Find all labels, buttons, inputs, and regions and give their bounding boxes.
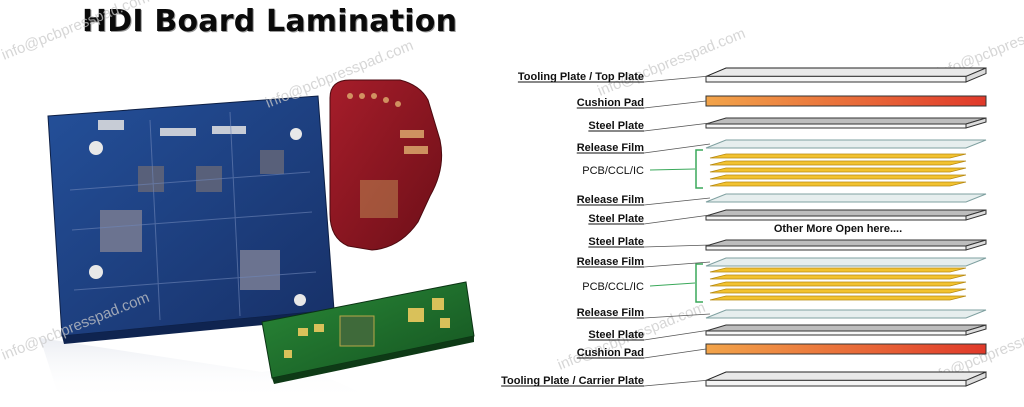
layer-release-film-leader xyxy=(644,198,710,205)
layer-steel-plate xyxy=(706,118,986,124)
layer-release-film-label: Release Film xyxy=(577,307,644,319)
layer-tooling-plate-carrier-plate xyxy=(706,372,986,380)
layer-steel-plate xyxy=(706,240,986,246)
layer-pcb-ccl-ic-sheet xyxy=(710,175,966,179)
layer-tooling-plate-top-plate-edge xyxy=(706,76,966,82)
layer-pcb-ccl-ic-sheet xyxy=(710,289,966,293)
layer-release-film-label: Release Film xyxy=(577,142,644,154)
layer-pcb-ccl-ic-sheet xyxy=(710,182,966,186)
layer-pcb-ccl-ic-sheet xyxy=(710,268,966,272)
layer-tooling-plate-carrier-plate-leader xyxy=(644,380,710,386)
layer-release-film-label: Release Film xyxy=(577,256,644,268)
layer-pcb-ccl-ic-leader xyxy=(650,283,695,286)
layer-pcb-ccl-ic-sheet xyxy=(710,282,966,286)
layer-tooling-plate-carrier-plate-label: Tooling Plate / Carrier Plate xyxy=(501,375,644,387)
layer-pcb-ccl-ic-sheet xyxy=(710,154,966,158)
layer-pcb-ccl-ic-sheet xyxy=(710,168,966,172)
layer-steel-plate-leader xyxy=(644,245,710,247)
layer-tooling-plate-top-plate-label: Tooling Plate / Top Plate xyxy=(518,71,644,83)
layer-pcb-ccl-ic-sheet xyxy=(710,161,966,165)
bracket-icon xyxy=(696,264,703,302)
watermark-text: info@pcbpresspad.com xyxy=(595,25,748,100)
layer-steel-plate xyxy=(706,210,986,216)
bracket-icon xyxy=(696,150,703,188)
watermark-text: info@pcbpresspad.com xyxy=(0,289,152,364)
layer-release-film-label: Release Film xyxy=(577,194,644,206)
layer-pcb-ccl-ic-label: PCB/CCL/IC xyxy=(582,165,644,177)
layer-steel-plate-edge xyxy=(706,124,966,128)
layer-release-film xyxy=(706,258,986,266)
layer-steel-plate-edge xyxy=(706,246,966,250)
layer-release-film xyxy=(706,310,986,318)
layer-cushion-pad-label: Cushion Pad xyxy=(577,97,644,109)
watermark-text: info@pcbpresspad.com xyxy=(0,0,152,64)
layer-steel-plate-label: Steel Plate xyxy=(588,213,644,225)
layer-steel-plate-leader xyxy=(644,215,710,224)
layer-steel-plate-label: Steel Plate xyxy=(588,120,644,132)
layer-steel-plate-edge xyxy=(706,216,966,220)
layer-cushion-pad-leader xyxy=(644,101,706,108)
layer-pcb-ccl-ic-label: PCB/CCL/IC xyxy=(582,281,644,293)
layer-steel-plate-leader xyxy=(644,123,710,131)
layer-steel-plate-label: Steel Plate xyxy=(588,236,644,248)
layer-cushion-pad xyxy=(706,96,986,106)
layer-pcb-ccl-ic-leader xyxy=(650,169,695,170)
layer-tooling-plate-carrier-plate-edge xyxy=(706,380,966,386)
watermark-text: info@pcbpresspad.com xyxy=(263,37,416,112)
layer-tooling-plate-top-plate xyxy=(706,68,986,76)
layer-steel-plate-edge xyxy=(706,331,966,335)
layer-cushion-pad-leader xyxy=(644,349,706,358)
layer-cushion-pad-label: Cushion Pad xyxy=(577,347,644,359)
layer-cushion-pad xyxy=(706,344,986,354)
other-more-note: Other More Open here.... xyxy=(774,223,902,235)
layer-release-film xyxy=(706,194,986,202)
layer-steel-plate-label: Steel Plate xyxy=(588,329,644,341)
layer-release-film-leader xyxy=(644,144,710,153)
layer-pcb-ccl-ic-sheet xyxy=(710,275,966,279)
layer-steel-plate xyxy=(706,325,986,331)
layer-pcb-ccl-ic-sheet xyxy=(710,296,966,300)
layer-release-film xyxy=(706,140,986,148)
